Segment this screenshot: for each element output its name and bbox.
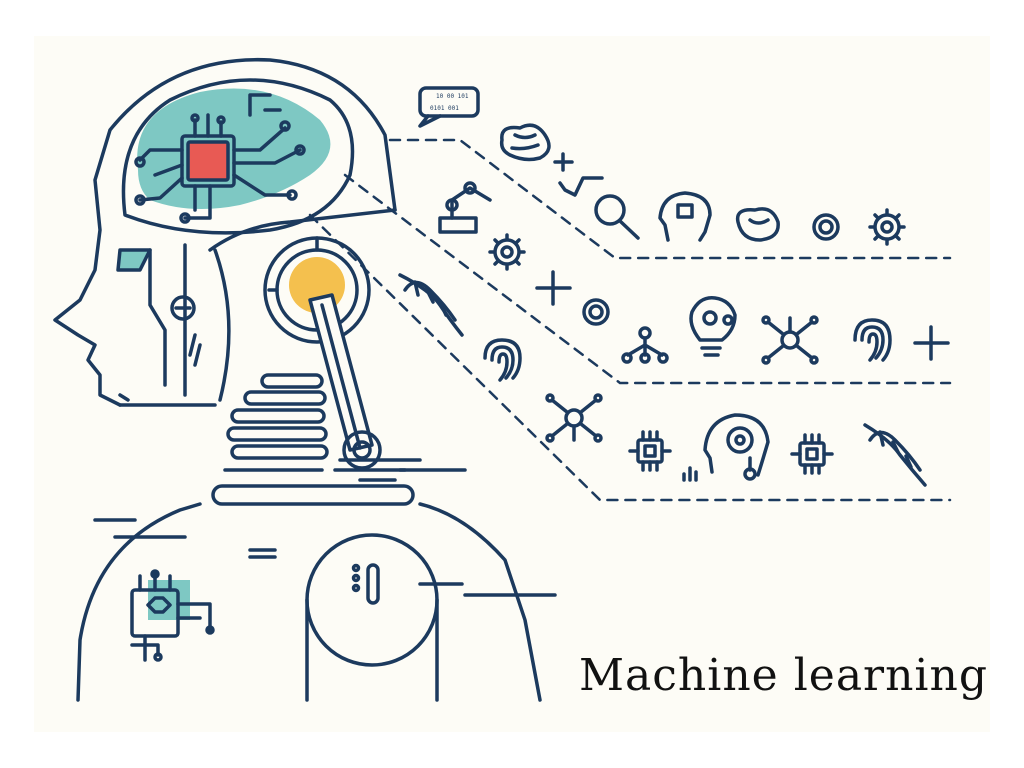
circle-icon <box>812 213 840 241</box>
dna-icon <box>398 273 464 337</box>
plus-icon-2 <box>535 270 572 306</box>
fingerprint-icon-2 <box>483 338 522 382</box>
network-node-icon <box>761 315 819 365</box>
plus-icon <box>553 152 574 172</box>
square-root-icon <box>558 176 604 197</box>
fingerprint-icon <box>853 318 892 362</box>
chip-icon <box>628 430 672 472</box>
neck-stripes <box>223 373 467 482</box>
brain-circuit <box>121 78 355 235</box>
magnifier-binary-icon <box>594 194 640 240</box>
head-circuit-icon <box>658 191 712 242</box>
brain-icon <box>499 123 551 162</box>
lightbulb-gears-icon <box>689 296 737 357</box>
gear-icon-2 <box>488 233 526 271</box>
caption-title: Machine learning <box>579 650 988 701</box>
network-tree-icon <box>621 326 669 364</box>
circle-icon-2 <box>582 298 610 326</box>
robot-arm-icon <box>438 181 492 234</box>
collar <box>211 484 415 506</box>
chip-icon-2 <box>790 433 834 475</box>
plus-icon-3 <box>913 325 950 361</box>
robot-body <box>76 502 557 702</box>
gear-icon <box>868 208 906 246</box>
bar-chart-icon <box>682 466 698 482</box>
network-node-icon-2 <box>545 393 603 443</box>
svg-text:10 00 101: 10 00 101 <box>436 93 469 100</box>
processor-chip-icon <box>186 140 230 182</box>
speech-bubble-icon: 10 00 101 0101 001 <box>418 86 480 128</box>
robot-head <box>53 57 397 407</box>
robot-face <box>148 208 397 402</box>
brain-icon-2 <box>735 207 780 242</box>
data-flow-lines <box>308 138 952 502</box>
dna-icon-2 <box>863 423 927 487</box>
head-gear-icon <box>703 413 770 481</box>
body-chip-icon <box>130 569 215 662</box>
svg-text:0101 001: 0101 001 <box>430 105 459 112</box>
neck-joint <box>263 236 382 470</box>
